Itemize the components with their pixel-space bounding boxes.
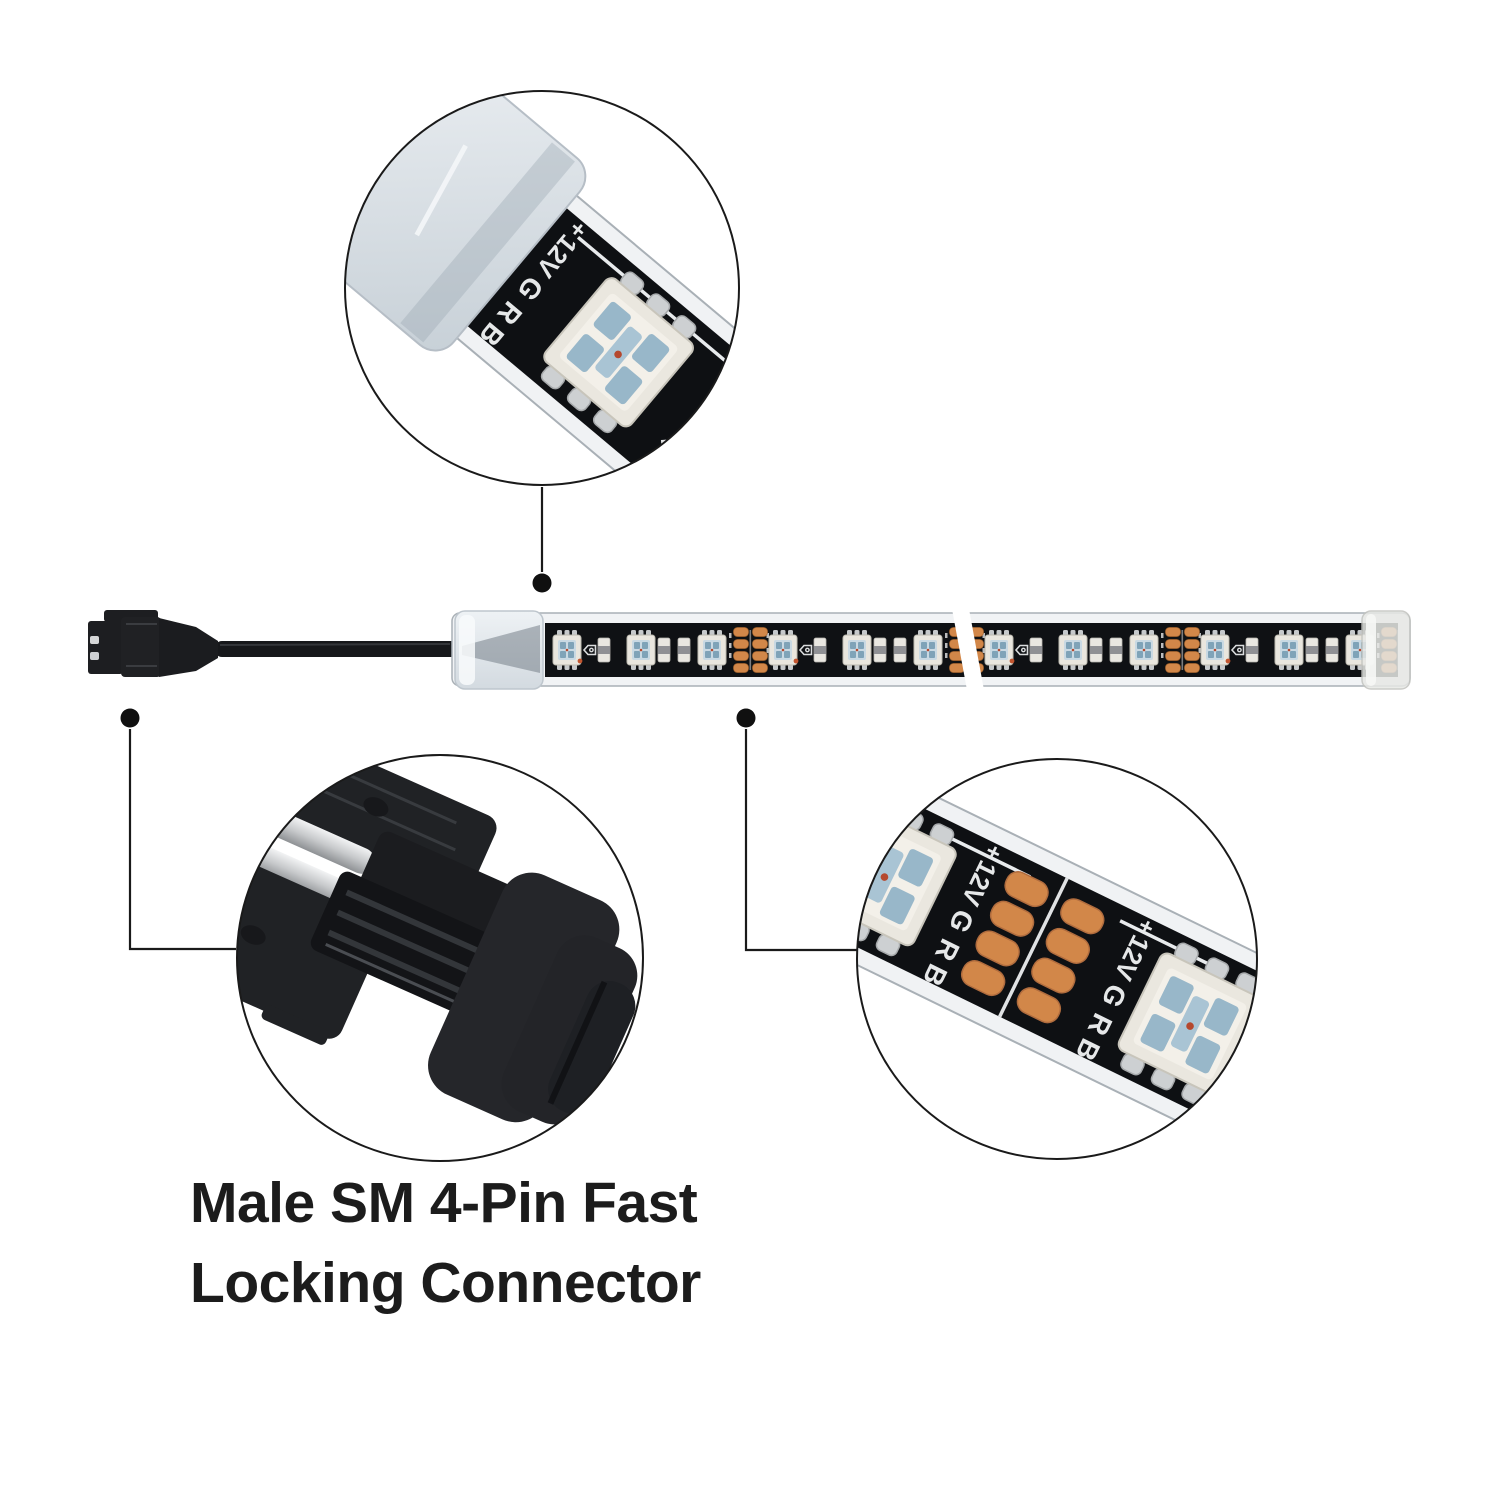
callout-circle-solder-pads: + 12V G R B + 12V G R B: [856, 758, 1258, 1160]
callout-circle-connector: [236, 754, 644, 1162]
cut-line: [998, 877, 1069, 1018]
callout-circle-strip-end: + 12V G R B: [344, 90, 740, 486]
led-strip: [88, 609, 1411, 690]
callout-dot-top: [532, 573, 552, 593]
callout-lines: [128, 487, 857, 952]
caption: Male SM 4-Pin Fast Locking Connector: [190, 1163, 701, 1323]
caption-line-2: Locking Connector: [190, 1251, 701, 1315]
sm-connector: [88, 610, 218, 677]
caption-line-1: Male SM 4-Pin Fast: [190, 1171, 698, 1235]
connector-pin: [262, 809, 375, 874]
connector-boot-zoom: [428, 872, 638, 1125]
sleeve-entry-cap: [454, 610, 544, 690]
connector-cable: [214, 641, 462, 657]
callout-dot-connector: [120, 708, 140, 728]
strip-cut-gap: [952, 609, 984, 690]
strip-end-cap: [1361, 610, 1411, 690]
callout-dot-pads: [736, 708, 756, 728]
